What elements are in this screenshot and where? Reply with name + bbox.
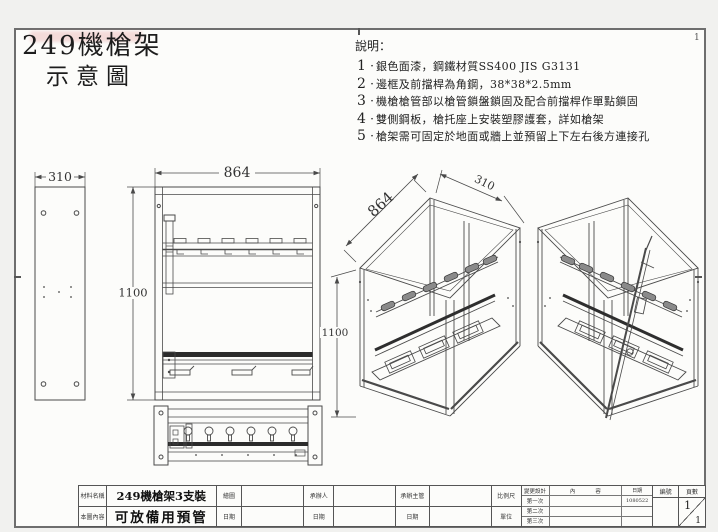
isometric-view-1 bbox=[320, 169, 525, 418]
plan-view-drawing bbox=[153, 405, 323, 466]
note-separator: · bbox=[370, 129, 374, 143]
unit-label: 單位 bbox=[500, 513, 513, 521]
note-item: 2 · 邊框及前擋桿為角鋼，38*38*2.5mm bbox=[355, 76, 703, 94]
revision-date-header: 日期 bbox=[632, 488, 643, 495]
revision-row-3: 第三次 bbox=[522, 516, 653, 526]
note-number: 5 bbox=[357, 128, 366, 144]
page-denominator: 1 bbox=[695, 516, 701, 526]
revision-row-label: 第二次 bbox=[522, 506, 550, 516]
note-number: 2 bbox=[357, 75, 366, 92]
revision-row-date bbox=[622, 507, 652, 516]
number-column: 編號 bbox=[653, 486, 680, 526]
item-label: 材料名稱 bbox=[79, 486, 106, 507]
note-separator: · bbox=[370, 76, 374, 91]
page-numerator: 1 bbox=[684, 499, 692, 512]
center-mark-top bbox=[358, 28, 360, 35]
notes-heading: 說明： bbox=[355, 39, 392, 53]
handler-label-column: 承辦人 日期 bbox=[304, 486, 335, 526]
note-text: 機槍槍管部以槍管鎖盤鎖固及配合前擋桿作單點鎖固 bbox=[376, 95, 639, 108]
revision-header-row: 變更設計 內容 日期 bbox=[521, 486, 653, 497]
note-number: 3 bbox=[357, 93, 366, 109]
isometric-view-2 bbox=[535, 196, 701, 421]
revision-row-content bbox=[550, 496, 623, 506]
scale-column: 比例尺 單位 bbox=[491, 486, 522, 526]
note-text: 雙側鋼板，槍托座上安裝塑膠護套，詳如槍架 bbox=[376, 112, 604, 126]
revision-row-content bbox=[550, 506, 623, 516]
date-label: 日期 bbox=[312, 513, 325, 521]
dimension-label-front-height: 1100 bbox=[118, 286, 147, 300]
note-separator: · bbox=[370, 111, 374, 126]
draw-label-column: 繪圖 日期 bbox=[216, 486, 243, 526]
scale-label: 比例尺 bbox=[491, 486, 521, 507]
date-label: 日期 bbox=[406, 513, 419, 521]
date-label: 日期 bbox=[223, 513, 236, 521]
notes-block: 說明： 1 · 銀色面漆，鋼鐵材質SS400 JIS G3131 2 · 邊框及… bbox=[355, 37, 703, 146]
revision-row-label: 第三次 bbox=[522, 516, 550, 526]
draw-date-cell bbox=[242, 507, 303, 527]
revision-row-2: 第二次 bbox=[521, 506, 653, 517]
rifle-in-rack bbox=[605, 235, 655, 421]
center-mark-left bbox=[14, 276, 21, 278]
handler-value-column bbox=[334, 486, 396, 526]
dimension-label-iso-height: 1100 bbox=[322, 327, 349, 339]
number-label: 編號 bbox=[653, 486, 679, 498]
page-fraction-diagonal bbox=[679, 498, 705, 526]
revision-row-label: 第一次 bbox=[522, 496, 550, 506]
handler-date-cell bbox=[334, 507, 395, 527]
content-value: 可放備用預管 bbox=[114, 510, 208, 526]
dimension-label-front-width: 864 bbox=[224, 165, 251, 181]
revision-header: 變更設計 bbox=[522, 486, 550, 496]
note-number: 1 bbox=[357, 58, 366, 74]
center-mark-right bbox=[695, 276, 702, 278]
supervisor-value-cell bbox=[429, 486, 491, 507]
note-item: 4 · 雙側鋼板，槍托座上安裝塑膠護套，詳如槍架 bbox=[355, 111, 703, 129]
note-text: 邊框及前擋桿為角鋼，38*38*2.5mm bbox=[376, 77, 572, 91]
page-fraction: 1 1 bbox=[679, 498, 705, 526]
pages-label: 頁數 bbox=[679, 486, 705, 498]
revision-row-date: 1080522 bbox=[626, 497, 649, 504]
supervisor-label: 承辦主管 bbox=[395, 486, 429, 507]
dimension-label-side-width: 310 bbox=[48, 169, 72, 184]
handler-label: 承辦人 bbox=[304, 486, 334, 507]
pages-column: 頁數 1 1 bbox=[679, 486, 705, 526]
draw-value-column bbox=[242, 486, 305, 527]
page-title: 249機槍架 示意圖 bbox=[22, 30, 162, 91]
title-block: 材料名稱 本圖內容 249機槍架3支裝 可放備用預管 繪圖 日期 承辦人 日期 … bbox=[78, 485, 706, 527]
note-text: 銀色面漆，鋼鐵材質SS400 JIS G3131 bbox=[376, 60, 581, 73]
note-item: 1 · 銀色面漆，鋼鐵材質SS400 JIS G3131 bbox=[355, 58, 703, 76]
page-title-line2: 示意圖 bbox=[46, 63, 136, 90]
note-text: 槍架需可固定於地面或牆上並預留上下左右後方連接孔 bbox=[376, 130, 650, 143]
front-view-drawing bbox=[117, 165, 321, 401]
supervisor-date-cell bbox=[430, 507, 491, 527]
revision-content-header: 內容 bbox=[550, 486, 623, 496]
note-number: 4 bbox=[357, 110, 366, 127]
supervisor-value-column bbox=[429, 486, 492, 527]
title-block-value-column: 249機槍架3支裝 可放備用預管 bbox=[106, 486, 217, 526]
note-item: 3 · 機槍槍管部以槍管鎖盤鎖固及配合前擋桿作單點鎖固 bbox=[355, 93, 703, 111]
item-value: 249機槍架3支裝 bbox=[106, 486, 216, 507]
side-view-drawing bbox=[34, 170, 86, 401]
draw-label: 繪圖 bbox=[216, 486, 242, 507]
note-separator: · bbox=[370, 94, 374, 108]
handler-value-cell bbox=[334, 486, 395, 507]
note-item: 5 · 槍架需可固定於地面或牆上並預留上下左右後方連接孔 bbox=[355, 128, 703, 146]
note-separator: · bbox=[370, 59, 374, 73]
number-value-cell bbox=[653, 498, 678, 526]
supervisor-label-column: 承辦主管 日期 bbox=[395, 486, 430, 526]
page-title-line1: 249機槍架 bbox=[22, 31, 162, 61]
revision-row-content bbox=[550, 516, 623, 526]
revision-row-date bbox=[622, 517, 652, 526]
watermark-stamp bbox=[30, 31, 142, 42]
revision-row-1: 第一次 1080522 bbox=[521, 496, 653, 507]
revision-table: 變更設計 內容 日期 第一次 1080522 第二次 第三次 bbox=[521, 486, 654, 526]
zone-marker: 1 bbox=[694, 33, 700, 43]
title-block-label-column: 材料名稱 本圖內容 bbox=[79, 486, 107, 526]
content-label: 本圖內容 bbox=[80, 513, 105, 521]
dimension-label-iso-depth: 310 bbox=[472, 172, 497, 193]
dimension-label-iso-width: 864 bbox=[364, 188, 397, 221]
draw-value-cell bbox=[242, 486, 304, 507]
